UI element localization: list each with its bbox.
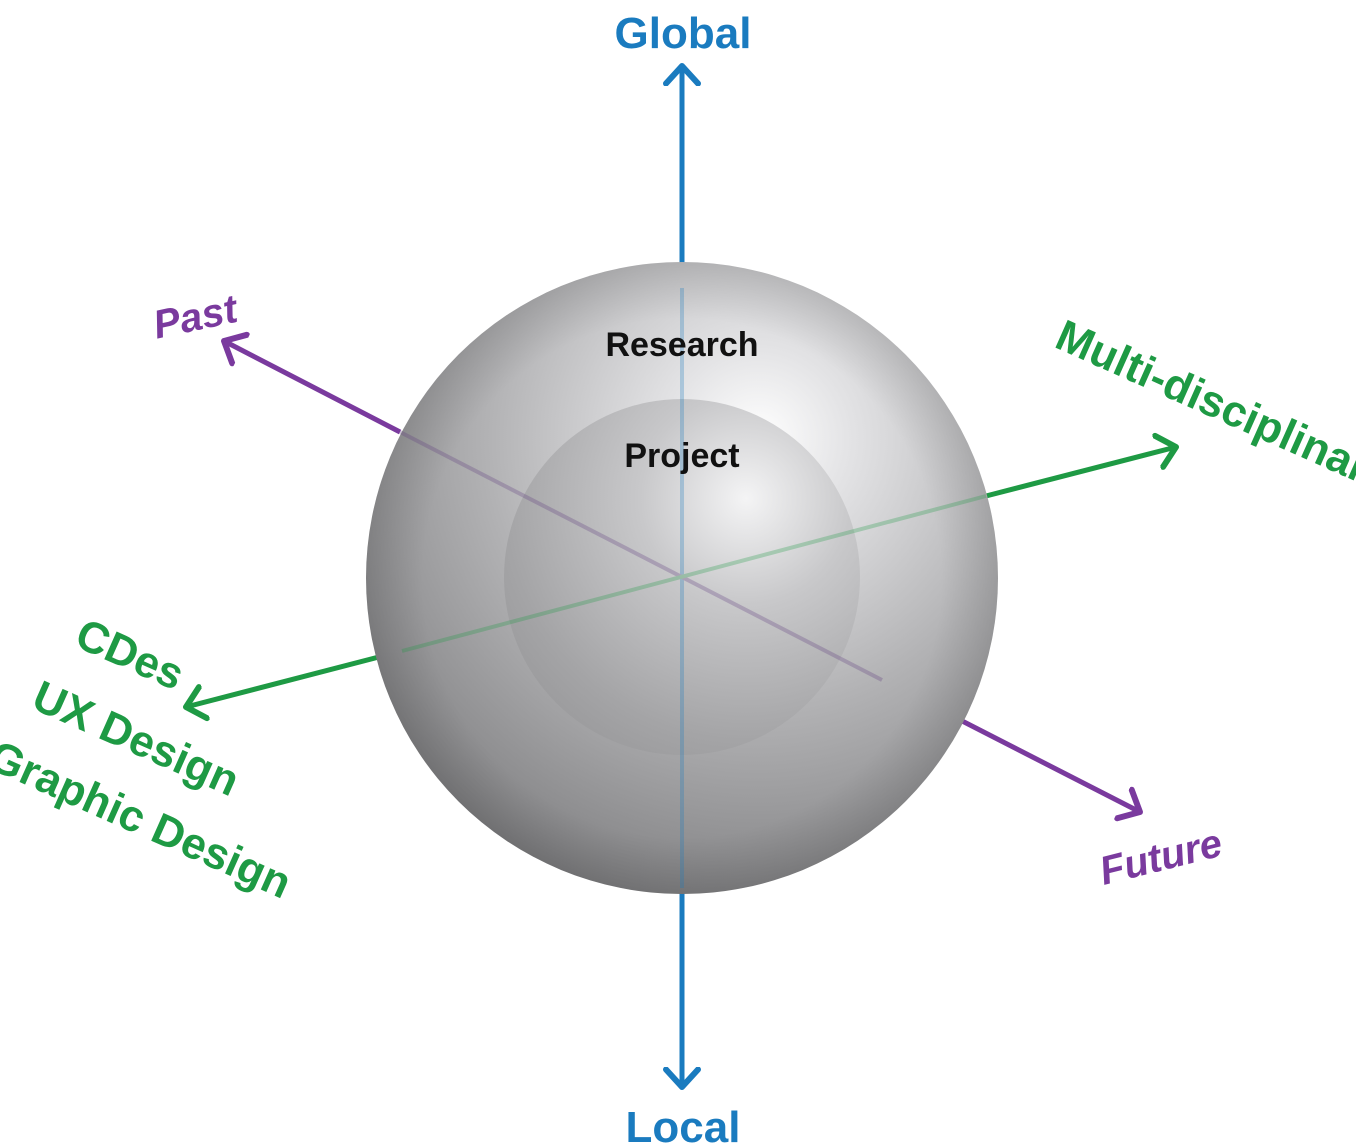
past-label: Past — [149, 287, 242, 348]
research-label: Research — [605, 326, 758, 364]
disciplines-axis-arrow — [186, 648, 403, 707]
discipline-axis-inner — [401, 494, 987, 653]
future-label: Future — [1095, 821, 1226, 894]
past-axis-arrow — [224, 341, 402, 435]
project-label: Project — [624, 437, 739, 475]
time-axis-inner — [399, 430, 883, 682]
global-label: Global — [615, 9, 752, 58]
axes-through-sphere — [399, 288, 987, 888]
cdes-label: CDes — [69, 609, 192, 700]
local-label: Local — [626, 1103, 741, 1148]
multidisciplinary-axis-arrow — [985, 447, 1176, 499]
project-sphere — [504, 399, 860, 755]
multidisciplinary-label: Multi-disciplinary — [1049, 311, 1356, 503]
